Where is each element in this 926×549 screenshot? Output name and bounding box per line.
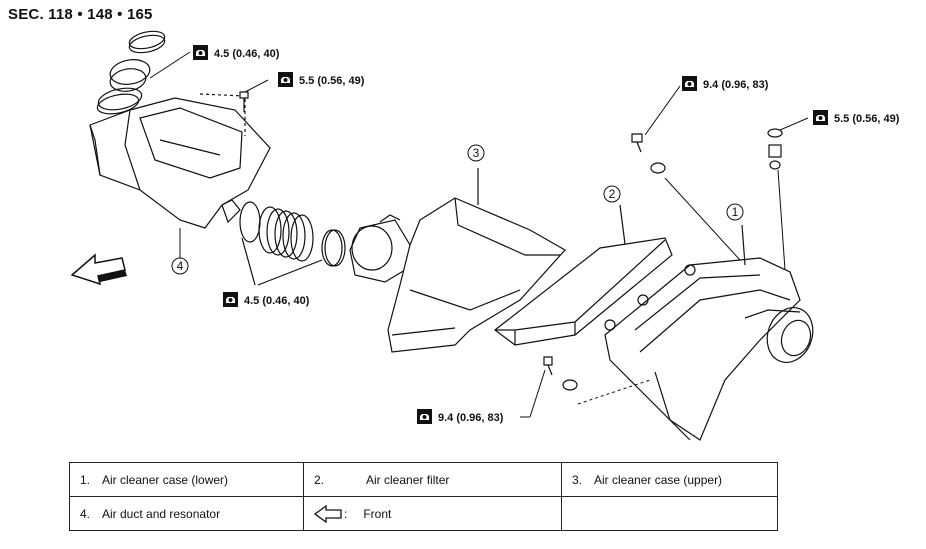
legend-table: 1. Air cleaner case (lower) 2. Air cleaner… — [69, 462, 778, 531]
torque-spec-1: 4.5 (0.46, 40) — [193, 45, 280, 60]
legend-cell: 4. Air duct and resonator — [69, 496, 304, 531]
section-title: SEC. 118 • 148 • 165 — [8, 6, 153, 23]
legend-label: Air duct and resonator — [102, 506, 221, 521]
legend-cell-empty — [561, 496, 778, 531]
legend-label: Air cleaner case (upper) — [594, 472, 723, 487]
svg-text:4.5 (0.46, 40): 4.5 (0.46, 40) — [214, 48, 280, 60]
legend-label: Air cleaner case (lower) — [102, 472, 229, 487]
torque-spec-3: 9.4 (0.96, 83) — [682, 76, 769, 91]
torque-spec-5: 4.5 (0.46, 40) — [223, 292, 310, 307]
air-cleaner-case-upper — [349, 168, 566, 353]
legend-cell: 3. Air cleaner case (upper) — [561, 462, 778, 497]
legend-number: 1. — [80, 472, 91, 487]
legend-cell: 1. Air cleaner case (lower) — [69, 462, 304, 497]
callout-1: 1 — [726, 203, 744, 221]
callout-4: 4 — [171, 257, 189, 275]
svg-text:2: 2 — [609, 187, 616, 201]
callout-2: 2 — [603, 185, 621, 203]
svg-text:9.4 (0.96, 83): 9.4 (0.96, 83) — [703, 79, 769, 91]
legend-number: 4. — [80, 506, 91, 521]
svg-text:3: 3 — [473, 146, 480, 160]
legend-number: 3. — [572, 472, 583, 487]
air-duct-resonator — [89, 30, 271, 229]
torque-spec-6: 9.4 (0.96, 83) — [417, 409, 504, 424]
legend-colon: : — [344, 506, 348, 521]
legend-cell: : Front — [303, 496, 562, 531]
bellows-hose — [239, 201, 346, 286]
svg-text:5.5 (0.56, 49): 5.5 (0.56, 49) — [834, 113, 900, 125]
legend-row: 1. Air cleaner case (lower) 2. Air cleaner… — [69, 462, 778, 497]
exploded-view-diagram: 1 2 3 4 4.5 (0.46, 40) 5.5 (0.56, 49) 9.… — [70, 30, 900, 441]
torque-spec-4: 5.5 (0.56, 49) — [813, 110, 900, 125]
svg-text:4: 4 — [177, 259, 184, 273]
torque-spec-2: 5.5 (0.56, 49) — [278, 72, 365, 87]
svg-text:4.5 (0.46, 40): 4.5 (0.46, 40) — [244, 295, 310, 307]
svg-text:5.5 (0.56, 49): 5.5 (0.56, 49) — [299, 75, 365, 87]
leader-lines — [149, 51, 809, 418]
front-direction-arrow-icon — [70, 253, 127, 286]
front-arrow-icon — [314, 504, 342, 523]
svg-text:1: 1 — [732, 205, 739, 219]
callout-3: 3 — [467, 144, 485, 162]
legend-label: Front — [363, 506, 392, 521]
legend-label: Air cleaner filter — [366, 472, 450, 487]
svg-text:9.4 (0.96, 83): 9.4 (0.96, 83) — [438, 412, 504, 424]
air-cleaner-filter — [494, 204, 673, 346]
fasteners — [239, 91, 783, 391]
legend-row: 4. Air duct and resonator : Front — [69, 496, 778, 531]
legend-cell: 2. Air cleaner filter — [303, 462, 562, 497]
legend-number: 2. — [314, 472, 325, 487]
